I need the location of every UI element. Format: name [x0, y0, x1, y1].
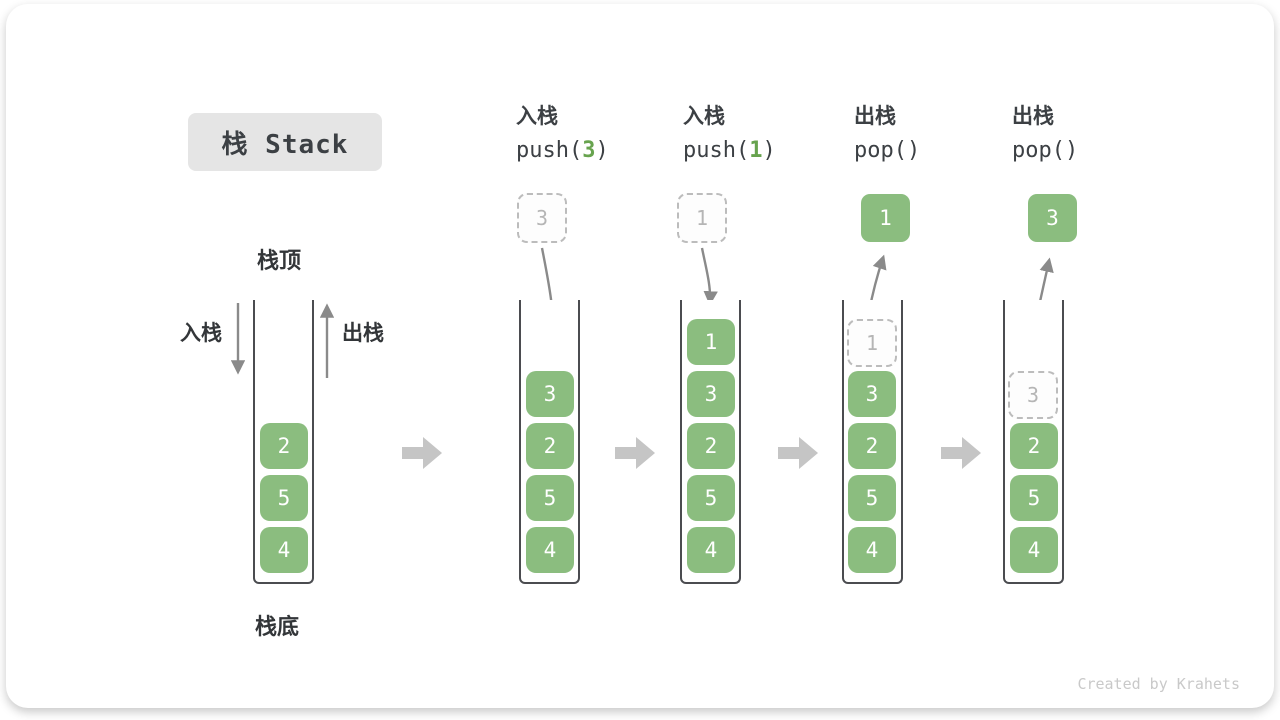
code-post: ) [595, 138, 609, 163]
code-pre: pop() [854, 138, 921, 163]
step-code: push(1) [683, 138, 776, 164]
stack-block: 1 [687, 319, 735, 365]
stack-block: 4 [260, 527, 308, 573]
code-number: 3 [582, 138, 596, 163]
code-pre: push( [683, 138, 750, 163]
stack-block: 4 [526, 527, 574, 573]
popped-element-box: 1 [861, 194, 910, 242]
next-state-arrow-icon [615, 437, 655, 469]
step-code: pop() [1012, 138, 1078, 164]
stack-block: 3 [687, 371, 735, 417]
popped-element-box: 3 [1028, 194, 1077, 242]
stack-block: 3 [526, 371, 574, 417]
incoming-element-box: 1 [677, 193, 727, 243]
stack-top-label: 栈顶 [257, 248, 302, 273]
next-state-arrow-icon [778, 437, 818, 469]
stack-block: 2 [1010, 423, 1058, 469]
incoming-element-box: 3 [517, 193, 567, 243]
stack-block: 4 [687, 527, 735, 573]
credit-text: Created by Krahets [1077, 675, 1240, 693]
step-op-label: 入栈 [516, 105, 558, 128]
stack-block: 2 [687, 423, 735, 469]
step-op-label: 入栈 [683, 105, 725, 128]
push-side-label: 入栈 [180, 322, 222, 345]
step-header-pop-1: 出栈 pop() [854, 105, 920, 164]
stack-block: 4 [1010, 527, 1058, 573]
step-op-label: 出栈 [854, 105, 896, 128]
stack-bottom-label: 栈底 [255, 614, 300, 639]
stack-block: 5 [848, 475, 896, 521]
step-op-label: 出栈 [1012, 105, 1054, 128]
pop-side-label: 出栈 [342, 322, 384, 345]
stack-block: 4 [848, 527, 896, 573]
code-pre: push( [516, 138, 583, 163]
stack-block: 5 [526, 475, 574, 521]
push-1-curve-arrow-icon [700, 247, 718, 306]
next-state-arrow-icon [402, 437, 442, 469]
next-state-arrow-icon [941, 437, 981, 469]
stack-block: 5 [687, 475, 735, 521]
ghost-block: 1 [847, 319, 897, 367]
step-header-push-3: 入栈 push(3) [516, 105, 609, 164]
stack-block: 2 [260, 423, 308, 469]
title-box: 栈 Stack [188, 113, 382, 171]
code-number: 1 [749, 138, 763, 163]
step-code: pop() [854, 138, 920, 164]
step-header-push-1: 入栈 push(1) [683, 105, 776, 164]
stack-block: 2 [848, 423, 896, 469]
ghost-block: 3 [1008, 371, 1058, 419]
stack-block: 5 [260, 475, 308, 521]
stack-block: 2 [526, 423, 574, 469]
page-title: 栈 Stack [221, 129, 349, 160]
code-post: ) [762, 138, 776, 163]
code-pre: pop() [1012, 138, 1079, 163]
step-code: push(3) [516, 138, 609, 164]
stack-block: 3 [848, 371, 896, 417]
stack-block: 5 [1010, 475, 1058, 521]
step-header-pop-2: 出栈 pop() [1012, 105, 1078, 164]
